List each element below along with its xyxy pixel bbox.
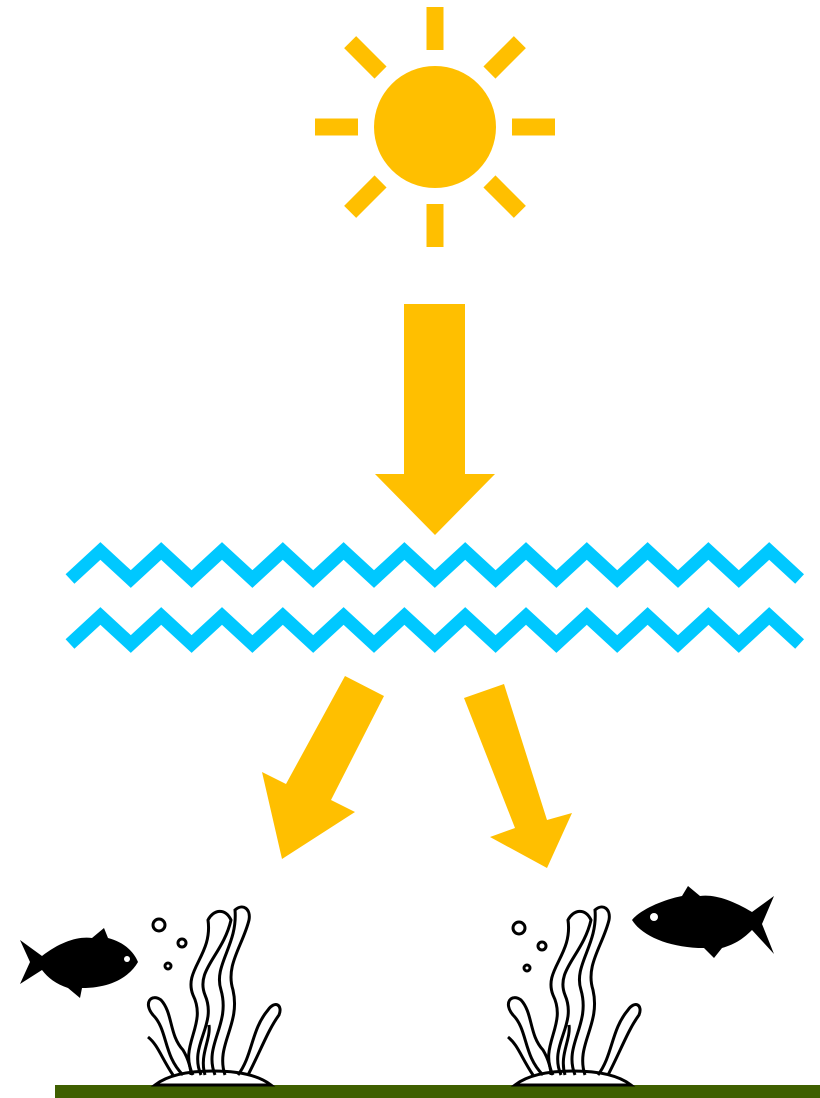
seaweed-icon	[508, 907, 640, 1085]
refracted-light-arrow-right	[464, 684, 572, 868]
fish-eye	[124, 956, 130, 962]
wave-line-lower	[70, 616, 800, 644]
bubble-icon	[153, 919, 186, 969]
seaweed-blade	[572, 907, 609, 1075]
seabed-line	[55, 1085, 820, 1098]
wave-line-upper	[70, 551, 800, 579]
sun-ray	[489, 181, 519, 211]
seaweed-icon	[148, 907, 280, 1085]
incoming-light-arrow	[375, 304, 495, 535]
seaweed-blade	[598, 1005, 640, 1075]
fish-icon	[20, 928, 138, 998]
fish-body	[20, 928, 138, 998]
sun-icon	[315, 7, 555, 247]
sun-ray	[350, 42, 380, 72]
fish-icon	[632, 886, 774, 958]
sun-disc	[374, 66, 496, 188]
seaweed-blade	[508, 998, 551, 1075]
seaweed-blade	[212, 907, 249, 1075]
bubble	[513, 922, 525, 934]
bubble	[178, 939, 186, 947]
seaweed-blade	[148, 998, 191, 1075]
sun-ray	[489, 42, 519, 72]
sun-ray	[350, 181, 380, 211]
bubble	[524, 965, 530, 971]
water-surface	[70, 551, 800, 644]
seaweed-blade	[238, 1005, 280, 1075]
fish-body	[632, 886, 774, 958]
bubble-icon	[513, 922, 546, 971]
bubble	[538, 942, 546, 950]
bubble	[153, 919, 165, 931]
bubble	[165, 963, 171, 969]
refracted-light-arrow-left	[262, 676, 384, 859]
fish-eye	[650, 913, 658, 921]
